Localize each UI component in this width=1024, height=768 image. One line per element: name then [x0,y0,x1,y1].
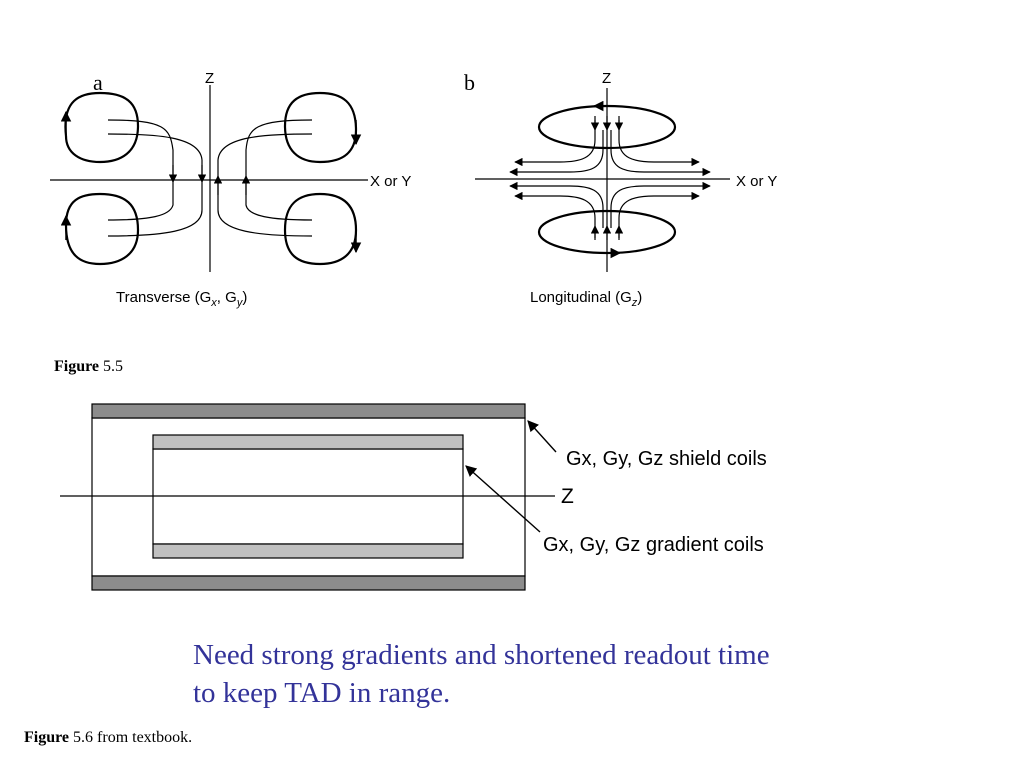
gradient-coil-top [152,434,464,450]
message-line-1: Need strong gradients and shortened read… [193,639,770,671]
axis-label-z-b: Z [602,70,612,87]
shield-pointer-arrow [527,420,557,453]
figure-5-5-label: Figure 5.5 [54,358,124,375]
z-axis-label: Z [561,485,574,508]
coil-loop-top-left [64,91,140,164]
shield-coils-label: Gx, Gy, Gz shield coils [566,448,767,470]
gradient-coil-bottom [152,543,464,559]
coil-loop-bottom-left [64,192,140,266]
panel-label-a: a [93,70,103,95]
axis-label-z-a: Z [205,70,215,87]
gradient-pointer-arrow [465,465,541,533]
panel-label-b: b [464,70,475,95]
figure-5-6-label: Figure 5.6 from textbook. [24,729,193,746]
axis-label-xy-b: X or Y [736,173,778,190]
gradient-coils-label: Gx, Gy, Gz gradient coils [543,534,764,556]
message-text: Need strong gradients and shortened read… [193,636,770,712]
shield-coil-top [91,403,526,419]
message-line-2: to keep TAD in range. [193,677,451,709]
axis-label-xy-a: X or Y [370,173,412,190]
caption-transverse: Transverse (Gx, Gy) [116,289,248,309]
shield-coil-bottom [91,575,526,591]
caption-longitudinal: Longitudinal (Gz) [530,289,643,309]
